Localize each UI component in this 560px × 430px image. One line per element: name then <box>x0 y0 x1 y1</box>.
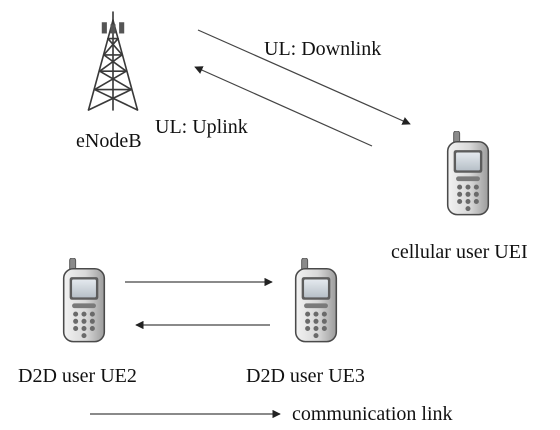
uplink-label: UL: Uplink <box>155 116 248 138</box>
enodeb-label: eNodeB <box>76 130 142 152</box>
downlink-label: UL: Downlink <box>264 38 382 60</box>
legend-label: communication link <box>292 403 453 425</box>
d2d-user-ue2-label: D2D user UE2 <box>18 365 137 387</box>
cell-tower-icon <box>87 11 139 111</box>
d2d-user-ue3-label: D2D user UE3 <box>246 365 365 387</box>
uplink-arrow <box>194 66 373 147</box>
mobile-phone-icon <box>446 131 490 216</box>
mobile-phone-icon <box>62 258 106 343</box>
cellular-user-label: cellular user UEI <box>391 241 528 263</box>
mobile-phone-icon <box>294 258 338 343</box>
downlink-arrow <box>197 29 411 125</box>
